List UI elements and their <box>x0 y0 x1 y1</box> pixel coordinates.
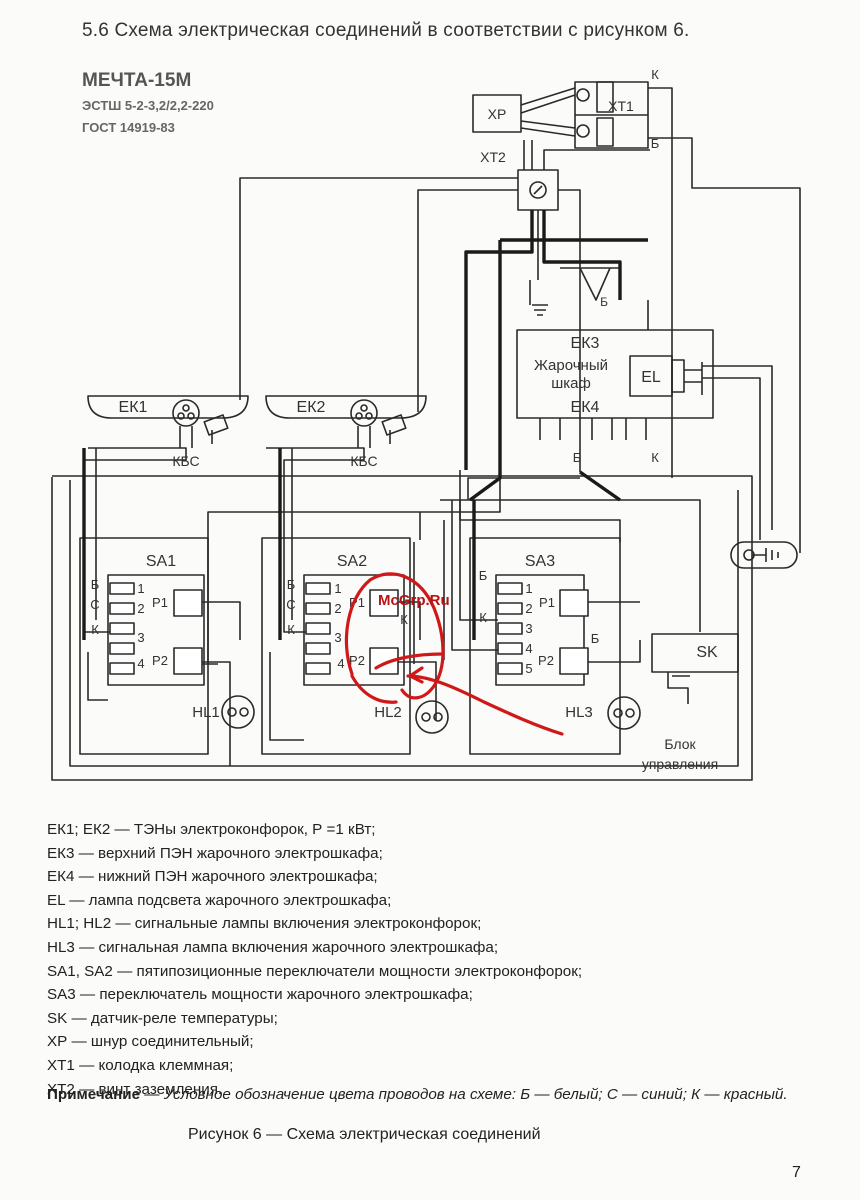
note-text: — Условное обозначение цвета проводов на… <box>140 1086 788 1103</box>
xt1-wire-k: К <box>651 67 659 82</box>
wiring-diagram: ХР ХТ1 ХТ2 К Б ЕК1 ЕК2 КБС КБС Б ЕК3 Жар… <box>51 67 801 781</box>
sa3-housing <box>469 537 621 755</box>
standard: ГОСТ 14919-83 <box>82 120 175 135</box>
oven-label-line1: Жарочный <box>534 357 608 374</box>
sa3-p2: Р2 <box>538 653 554 668</box>
sa3-pin-1: 1 <box>525 581 532 596</box>
figure-caption: Рисунок 6 — Схема электрическая соединен… <box>188 1126 541 1143</box>
legend-item: HL3 — сигнальная лампа включения жарочно… <box>47 938 499 956</box>
sa3-pin-3: 3 <box>525 621 532 636</box>
sa1-pin-2: 2 <box>137 601 144 616</box>
sa2-label: SA2 <box>337 553 367 570</box>
xt1-label: ХТ1 <box>608 98 634 114</box>
oven-box <box>516 329 714 419</box>
sa1-label: SA1 <box>146 553 176 570</box>
note-label: Примечание <box>47 1086 141 1103</box>
xp-label: ХР <box>488 106 507 122</box>
legend-list: ЕК1; ЕК2 — ТЭНы электроконфорок, Р =1 кВ… <box>47 818 807 1101</box>
hl2-label: HL2 <box>374 704 402 721</box>
watermark: McGrp.Ru <box>378 592 450 609</box>
el-label: EL <box>641 369 661 386</box>
sk-relay <box>651 633 739 673</box>
legend-item: ХТ1 — колодка клеммная; <box>47 1056 234 1074</box>
ground-symbol <box>730 541 798 569</box>
xp-plug <box>472 94 522 133</box>
control-block-line1: Блок <box>664 736 696 752</box>
hl3-lamp <box>607 696 641 730</box>
sa2-wire-b: Б <box>287 577 296 592</box>
hl1-label: HL1 <box>192 704 220 721</box>
sa2-pin-3: 3 <box>334 630 341 645</box>
kbs-label-1: КБС <box>172 453 199 469</box>
ek2-label: ЕК2 <box>297 399 326 416</box>
kbs-label-2: КБС <box>350 453 377 469</box>
xt2-label: ХТ2 <box>480 149 506 165</box>
sa1-wire-b: Б <box>91 577 100 592</box>
page-number: 7 <box>792 1164 801 1181</box>
legend-item: ХР — шнур соединительный; <box>47 1033 254 1051</box>
sa3-wire-k: К <box>479 610 487 625</box>
xt1-screw-2 <box>576 124 590 138</box>
legend-item: HL1; HL2 — сигнальные лампы включения эл… <box>47 915 482 933</box>
sa1-housing <box>79 537 209 755</box>
sa3-wire-b-2: Б <box>591 631 600 646</box>
xt1-screw-1 <box>576 88 590 102</box>
note: Примечание — Условное обозначение цвета … <box>47 1083 807 1107</box>
sa1-wire-k: К <box>91 622 99 637</box>
sa3-pin-5: 5 <box>525 661 532 676</box>
ek2-bowl <box>265 395 427 419</box>
ek1-label: ЕК1 <box>119 399 148 416</box>
sa1-p1: Р1 <box>152 595 168 610</box>
hl2-lamp <box>415 700 449 734</box>
sa2-pin-2: 2 <box>334 601 341 616</box>
model-name: МЕЧТА-15М <box>82 70 192 91</box>
xt1-wire-b: Б <box>651 136 660 151</box>
hl3-label: HL3 <box>565 704 593 721</box>
sa3-wire-b: Б <box>479 568 488 583</box>
legend-item: EL — лампа подсвета жарочного электрошка… <box>47 891 392 909</box>
ek3-label: ЕК3 <box>571 335 600 352</box>
sa2-pin-1: 1 <box>334 581 341 596</box>
ek3-wire-b: Б <box>600 295 608 309</box>
sa1-pin-3: 3 <box>137 630 144 645</box>
legend-item: SA1, SA2 — пятипозиционные переключатели… <box>47 962 583 980</box>
legend-item: ЕК4 — нижний ПЭН жарочного электрошкафа; <box>47 868 378 886</box>
spec-code: ЭСТШ 5-2-3,2/2,2-220 <box>82 98 214 113</box>
sa3-pin-4: 4 <box>525 641 532 656</box>
ek4-wire-b: Б <box>573 450 582 465</box>
legend-item: ЕК1; ЕК2 — ТЭНы электроконфорок, Р =1 кВ… <box>47 821 376 838</box>
sa1-wire-s: С <box>90 597 99 612</box>
sa1-pin-1: 1 <box>137 581 144 596</box>
legend-item: ХТ2 — винт заземления. <box>47 1080 223 1098</box>
sa3-p1: Р1 <box>539 595 555 610</box>
hl1-lamp <box>221 695 255 729</box>
sa1-pin-4: 4 <box>137 656 144 671</box>
sa3-pin-2: 2 <box>525 601 532 616</box>
legend-item: SK — датчик-реле температуры; <box>47 1009 278 1027</box>
sa2-pin-4: 4 <box>337 656 344 671</box>
sa2-wire-k: К <box>287 622 295 637</box>
sa2-wire-s: С <box>286 597 295 612</box>
sa1-p2: Р2 <box>152 653 168 668</box>
ek4-wire-k: К <box>651 450 659 465</box>
ek4-label: ЕК4 <box>571 399 600 416</box>
sa2-p2: Р2 <box>349 653 365 668</box>
sa2-wire-k-2: К <box>400 612 408 627</box>
control-block-line2: управления <box>642 756 718 772</box>
legend-item: ЕК3 — верхний ПЭН жарочного электрошкафа… <box>47 844 383 862</box>
ek1-bowl <box>87 395 249 419</box>
sk-label: SK <box>696 644 718 661</box>
red-annotation <box>344 572 564 736</box>
sa2-housing <box>261 537 411 755</box>
section-title: 5.6 Схема электрическая соединений в соо… <box>82 20 690 41</box>
oven-label-line2: шкаф <box>551 375 591 392</box>
legend-item: SA3 — переключатель мощности жарочного э… <box>47 986 473 1004</box>
sa3-label: SA3 <box>525 553 555 570</box>
